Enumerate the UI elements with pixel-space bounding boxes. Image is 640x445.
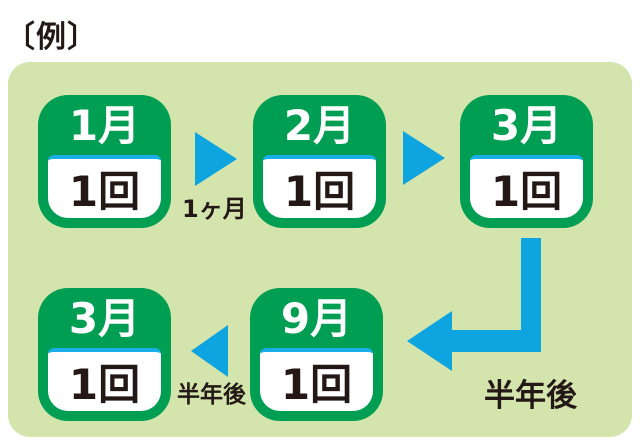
arrow-left-icon bbox=[191, 325, 228, 377]
calendar-count-label: 1回 bbox=[68, 167, 141, 216]
calendar-month-label: 3月 bbox=[68, 294, 141, 343]
calendar-count-panel: 1回 bbox=[263, 155, 376, 218]
arrow-right-icon bbox=[195, 132, 237, 186]
calendar-january: 1月 1回 bbox=[38, 95, 171, 228]
calendar-count-panel: 1回 bbox=[260, 348, 373, 411]
example-title: 〔例〕 bbox=[5, 20, 98, 55]
calendar-count-panel: 1回 bbox=[48, 155, 161, 218]
calendar-february: 2月 1回 bbox=[253, 95, 386, 228]
interval-label-one-month: 1ヶ月 bbox=[182, 195, 247, 223]
calendar-march-top: 3月 1回 bbox=[460, 95, 593, 228]
diagram-panel: 1月 1回 2月 1回 3月 1回 3月 1回 9月 1回 1ヶ月 半年後 bbox=[8, 62, 632, 437]
arrow-right-icon bbox=[403, 131, 445, 185]
interval-label-half-year-small: 半年後 bbox=[177, 382, 246, 408]
calendar-count-panel: 1回 bbox=[48, 348, 161, 411]
arrow-down-left-icon bbox=[407, 238, 541, 371]
calendar-count-panel: 1回 bbox=[470, 155, 583, 218]
calendar-month-label: 3月 bbox=[490, 101, 563, 150]
calendar-month-label: 2月 bbox=[283, 101, 356, 150]
calendar-september: 9月 1回 bbox=[250, 288, 383, 421]
calendar-count-label: 1回 bbox=[68, 360, 141, 409]
calendar-count-label: 1回 bbox=[283, 167, 356, 216]
calendar-march-bottom: 3月 1回 bbox=[38, 288, 171, 421]
calendar-count-label: 1回 bbox=[490, 167, 563, 216]
calendar-count-label: 1回 bbox=[280, 360, 353, 409]
calendar-month-label: 9月 bbox=[280, 294, 353, 343]
calendar-month-label: 1月 bbox=[68, 101, 141, 150]
interval-label-half-year-big: 半年後 bbox=[484, 378, 577, 414]
